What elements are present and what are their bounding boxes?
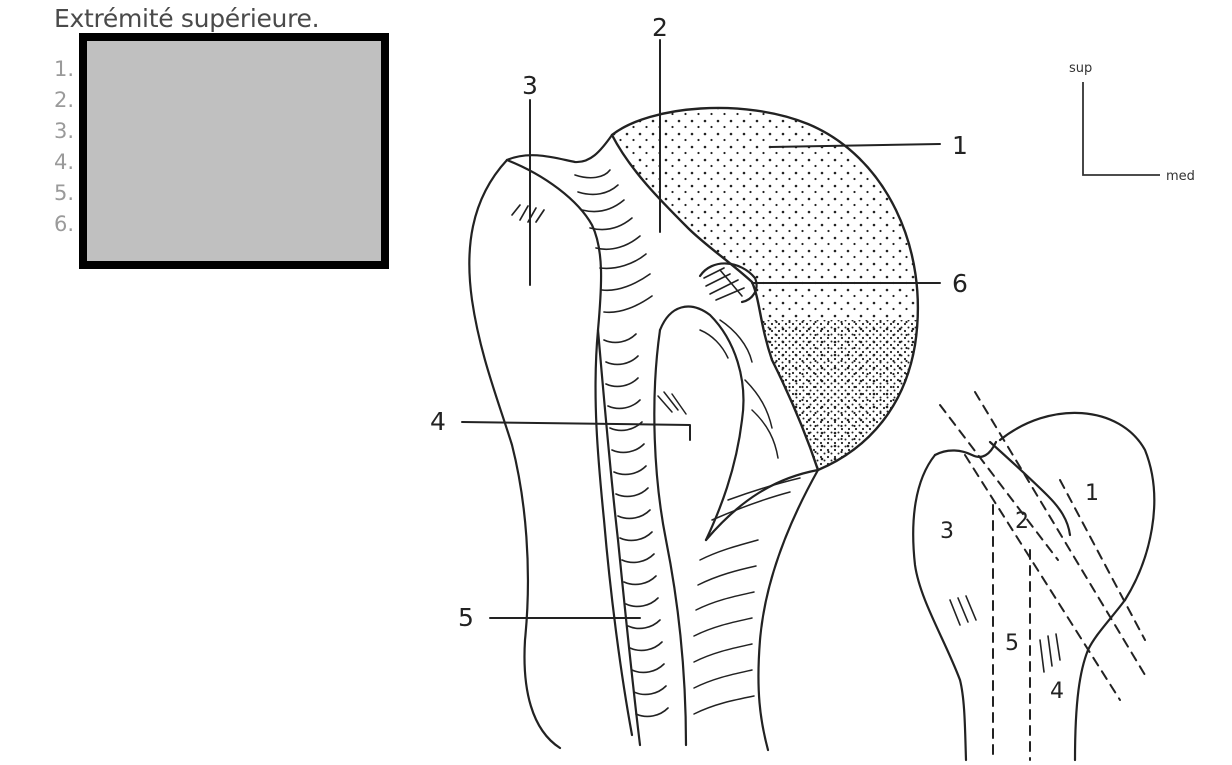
legend-item: 1. [54,57,75,81]
orientation-right-label: med [1166,169,1195,184]
lesser-tubercle [658,305,745,542]
orientation-indicator [1082,82,1160,176]
callout-3: 3 [522,71,538,100]
callout-6: 6 [952,269,968,298]
callout-5: 5 [458,603,474,632]
main-figure [461,39,941,752]
legend-item: 3. [54,119,75,143]
orientation-up-label: sup [1069,61,1092,76]
leader-lines [461,39,941,619]
legend-item: 5. [54,181,75,205]
callout-4: 4 [430,407,446,436]
inset-label-5: 5 [1005,631,1019,656]
inset-label-4: 4 [1050,679,1064,704]
callout-2: 2 [652,13,668,42]
legend-item: 2. [54,88,75,112]
inset-label-3: 3 [940,519,954,544]
inset-figure [912,391,1156,762]
inset-label-2: 2 [1015,509,1029,534]
greater-tubercle [468,158,562,750]
inset-label-1: 1 [1085,481,1099,506]
page-title: Extrémité supérieure. [54,4,320,33]
legend-item: 4. [54,150,75,174]
answer-mask [79,33,389,269]
legend-item: 6. [54,212,75,236]
callout-1: 1 [952,131,968,160]
legend-list: 1. 2. 3. 4. 5. 6. [54,54,74,240]
